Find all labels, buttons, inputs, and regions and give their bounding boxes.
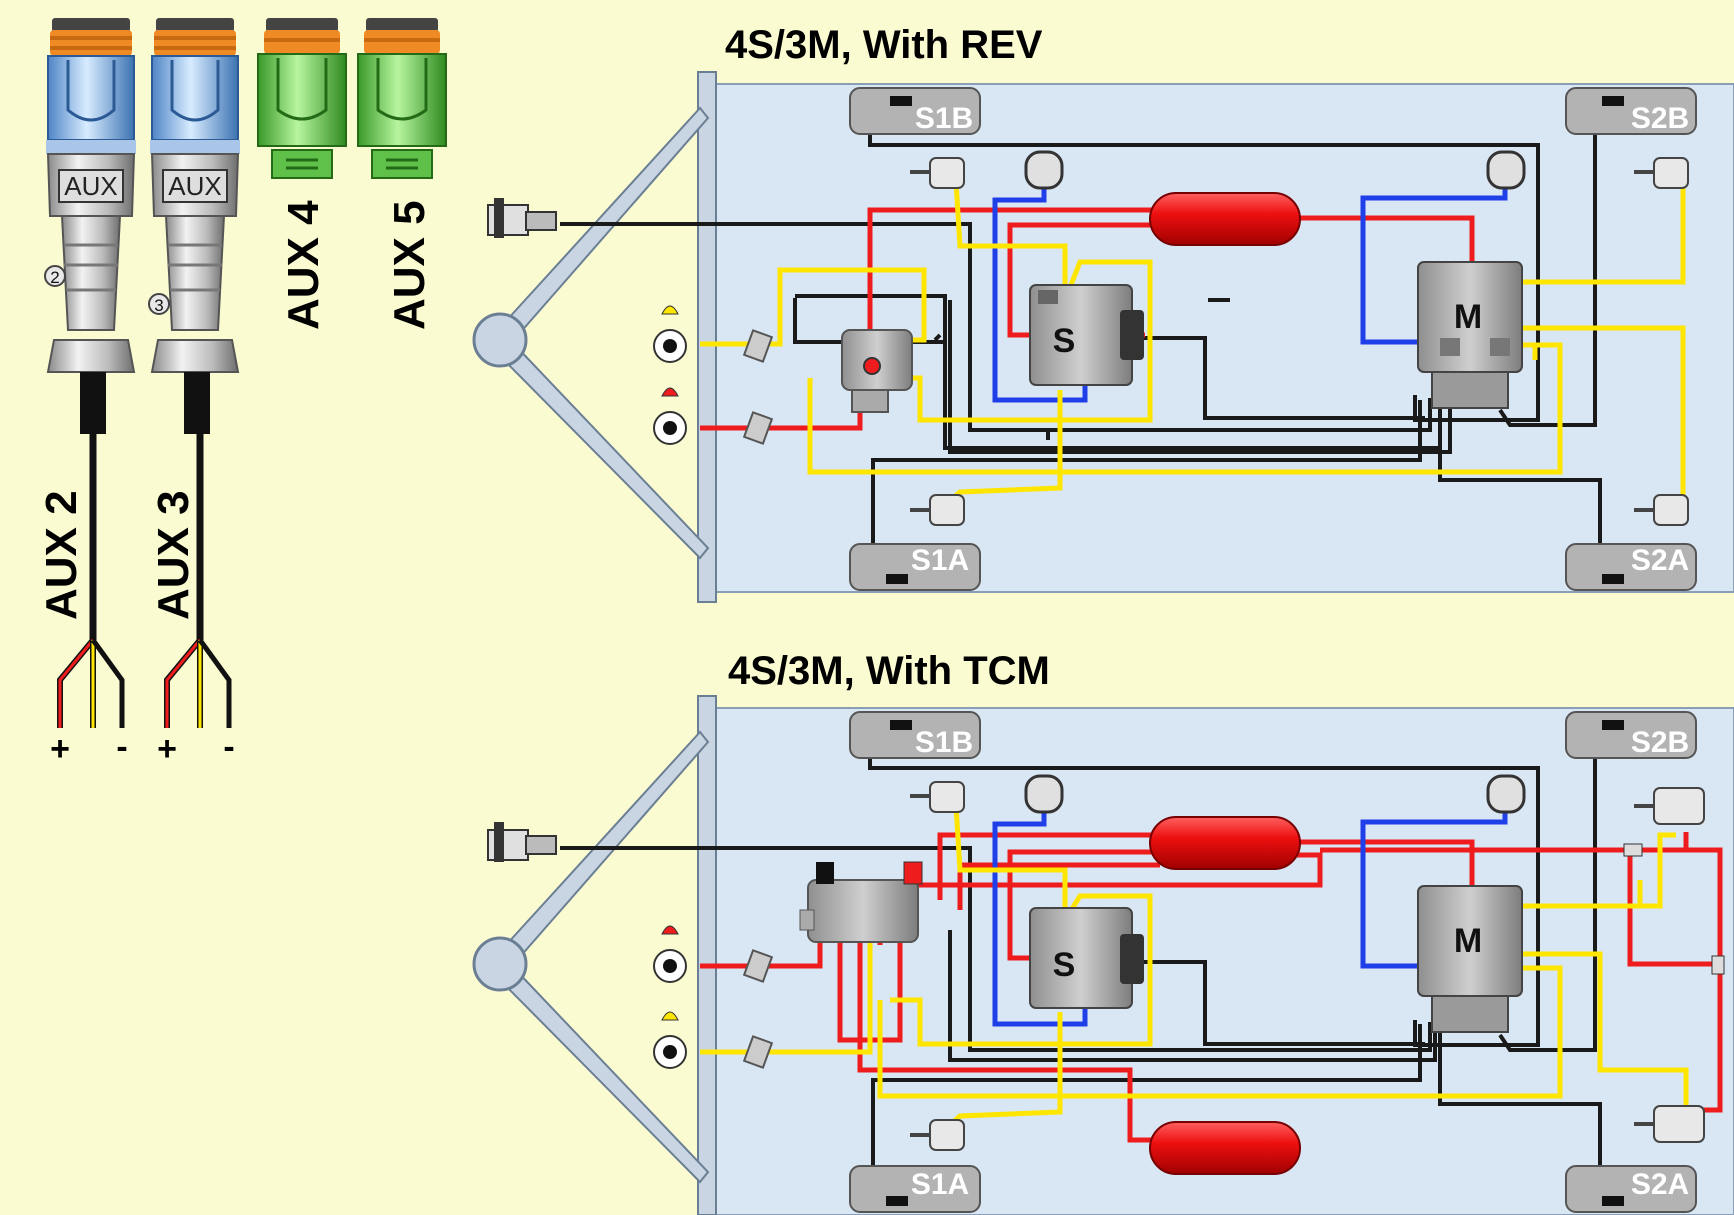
aux3-pin-number: 3	[154, 296, 163, 315]
front-bolster-2	[697, 695, 717, 1215]
m-valve-label-2: M	[1454, 922, 1482, 960]
sensor-s2b-2: S2B	[1565, 711, 1697, 759]
pressure-switch-right-2	[1486, 774, 1526, 814]
aux3-label: AUX 3	[149, 490, 198, 620]
aux2-label: AUX 2	[37, 490, 86, 620]
sensor-s1a: S1A	[849, 543, 981, 591]
diagram-tcm: 4S/3M, With TCM	[472, 649, 1734, 1215]
blue-lines-2	[992, 808, 1508, 1027]
aux5-label: AUX 5	[385, 200, 434, 330]
hitch-eye	[472, 312, 528, 368]
sensor-s1b: S1B	[849, 87, 981, 135]
pressure-switch-left-2	[1024, 774, 1064, 814]
spring-brake-2a	[1634, 1105, 1705, 1143]
aux2-plug-label: AUX	[64, 171, 117, 201]
seven-way-plug	[487, 198, 557, 238]
aux2-minus: -	[116, 728, 127, 766]
brake-chamber-1b	[910, 157, 965, 189]
seven-way-plug-2	[487, 822, 557, 862]
rev-relay-valve	[841, 329, 913, 413]
brake-chamber-1b-2	[910, 781, 965, 813]
aux2-wires: + -	[50, 434, 128, 768]
sensor-s1b-2: S1B	[849, 711, 981, 759]
sensor-s2a: S2A	[1565, 543, 1697, 591]
sensor-s2b-2-label: S2B	[1631, 726, 1689, 759]
sensor-s1a-label: S1A	[911, 544, 969, 577]
tongue-lower-2	[494, 964, 710, 1184]
blue-lines	[992, 184, 1508, 403]
aux2-pin-number: 2	[50, 268, 59, 287]
s-valve-label-2: S	[1053, 946, 1076, 984]
tee-fitting	[1623, 843, 1643, 857]
tongue-lower	[494, 340, 710, 560]
aux3-plus: +	[157, 730, 177, 768]
diagram-rev: 4S/3M, With REV	[472, 23, 1734, 603]
gladhand-emergency-2	[653, 925, 774, 983]
m-modulator-valve: M	[1417, 261, 1523, 409]
aux3-plug-label: AUX	[168, 171, 221, 201]
sensor-s1a-2-label: S1A	[911, 1168, 969, 1201]
air-tank-2	[1149, 816, 1301, 870]
diagram-tcm-title: 4S/3M, With TCM	[728, 649, 1050, 693]
sensor-s2a-2-label: S2A	[1631, 1168, 1689, 1201]
aux3-connector: AUX 3	[148, 18, 240, 434]
diagram-rev-title: 4S/3M, With REV	[725, 23, 1043, 67]
m-modulator-valve-2: M	[1417, 885, 1523, 1033]
air-tank-3	[1149, 1121, 1301, 1175]
aux4-connector	[257, 18, 347, 179]
s-modulator-valve: S	[1029, 284, 1144, 386]
gladhand-service-2	[653, 1011, 774, 1069]
sensor-s2a-label: S2A	[1631, 544, 1689, 577]
brake-chamber-2a	[1634, 494, 1689, 526]
aux5-connector	[357, 18, 447, 179]
yellow-lines	[700, 175, 1686, 508]
s-valve-label: S	[1053, 322, 1076, 360]
sensor-s1b-2-label: S1B	[915, 726, 973, 759]
sensor-s2a-2: S2A	[1565, 1165, 1697, 1213]
sensor-s1a-2: S1A	[849, 1165, 981, 1213]
front-bolster	[697, 71, 717, 603]
aux3-minus: -	[223, 728, 234, 766]
tcm-valve	[799, 861, 923, 943]
tee-fitting-2	[1711, 955, 1725, 975]
air-tank	[1149, 192, 1301, 246]
s-modulator-valve-2: S	[1029, 907, 1144, 1009]
sensor-s1b-label: S1B	[915, 102, 973, 135]
hitch-eye-2	[472, 936, 528, 992]
sensor-s2b: S2B	[1565, 87, 1697, 135]
sensor-s2b-label: S2B	[1631, 102, 1689, 135]
aux2-connector: AUX 2	[44, 18, 136, 434]
aux-connectors: AUX 2 AUX 3	[37, 18, 447, 768]
aux4-label: AUX 4	[279, 200, 328, 330]
brake-chamber-2b	[1634, 157, 1689, 189]
spring-brake-2b	[1634, 787, 1705, 825]
aux3-wires: + -	[157, 434, 235, 768]
m-valve-label: M	[1454, 298, 1482, 336]
brake-chamber-1a-2	[910, 1119, 965, 1151]
pressure-switch-right	[1486, 150, 1526, 190]
gladhand-emergency	[653, 387, 774, 445]
brake-chamber-1a	[910, 494, 965, 526]
pressure-switch-left	[1024, 150, 1064, 190]
gladhand-service	[653, 305, 774, 363]
aux2-plus: +	[50, 730, 70, 768]
